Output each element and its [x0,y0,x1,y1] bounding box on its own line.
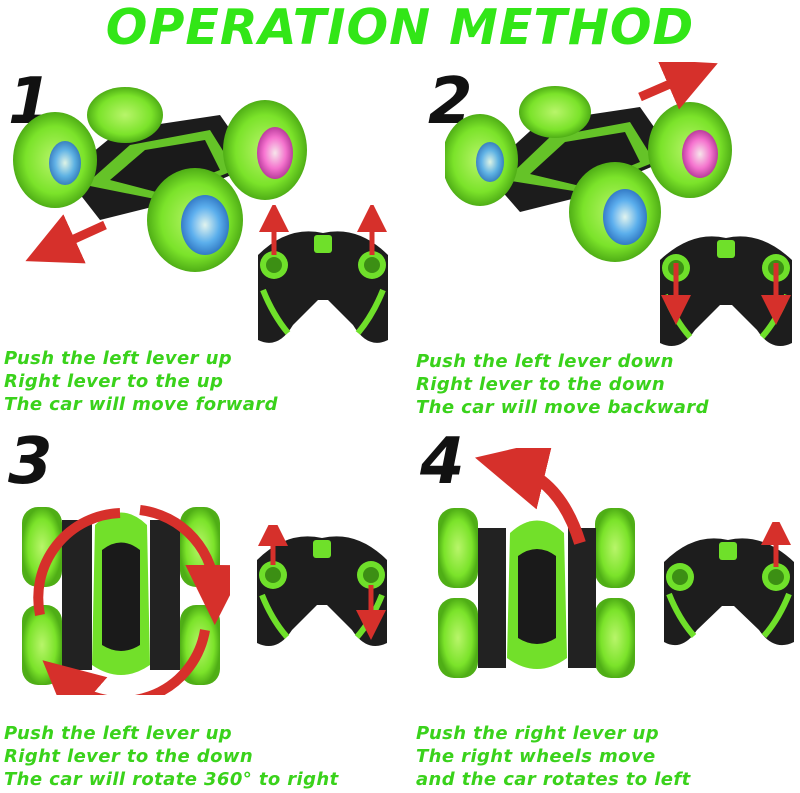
car-front-view-image [13,87,307,272]
step-4-number: 4 [420,425,465,499]
car-front-view-image-2 [445,62,732,262]
step-4-line-3: and the car rotates to left [416,769,691,790]
page-title: OPERATION METHOD [105,0,695,56]
step-4-caption: Push the right lever up The right wheels… [416,722,691,791]
step-1-caption: Push the left lever up Right lever to th… [4,347,278,416]
step-1-line-2: Right lever to the up [4,371,224,392]
step-1-line-1: Push the left lever up [4,348,233,369]
car-top-view-image [22,505,230,695]
remote-controller-image [258,205,388,343]
rotate-arrow-right [139,505,230,625]
step-3-line-2: Right lever to the down [4,746,254,767]
step-3-line-1: Push the left lever up [4,723,233,744]
step-3-caption: Push the left lever up Right lever to th… [4,722,339,791]
remote-controller-image-4 [664,522,794,646]
step-2-line-1: Push the left lever down [416,351,674,372]
direction-arrow-backward [638,62,718,110]
step-2-line-2: Right lever to the down [416,374,666,395]
step-3-line-3: The car will rotate 360° to right [4,769,339,790]
rotate-arrow-left [474,448,586,545]
step-3-number: 3 [8,425,53,499]
step-2-caption: Push the left lever down Right lever to … [416,350,709,419]
step-4-line-2: The right wheels move [416,746,656,767]
step-4-line-1: Push the right lever up [416,723,660,744]
remote-controller-image-3 [257,525,387,647]
remote-controller-image-2 [660,236,792,347]
direction-arrow-forward [25,214,107,264]
step-2-line-3: The car will move backward [416,397,709,418]
step-1-line-3: The car will move forward [4,394,278,415]
car-top-view-image-2 [438,448,635,678]
